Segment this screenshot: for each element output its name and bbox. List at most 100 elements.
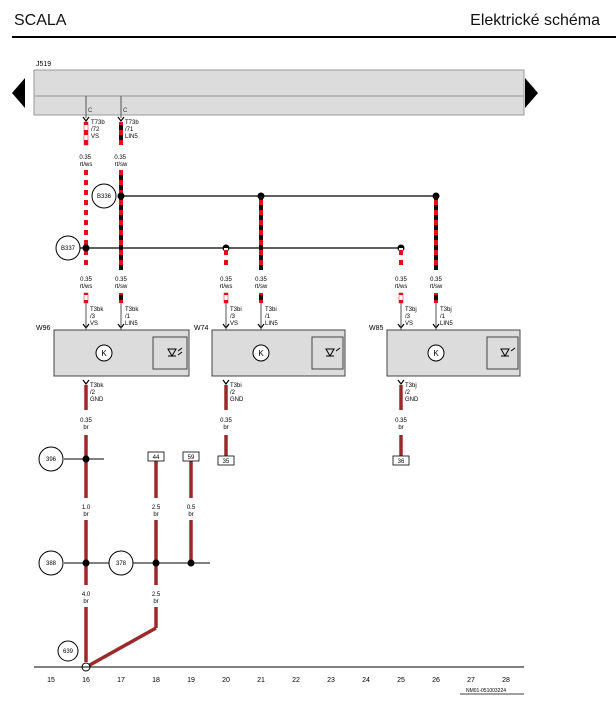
lamp-symbol: K: [101, 349, 107, 358]
wire-stub-vs: [83, 121, 89, 146]
ref-label: 36: [398, 459, 405, 465]
junction-dot: [187, 559, 195, 567]
wire-stub: [259, 293, 263, 303]
ref-box-36[interactable]: [392, 455, 410, 466]
wire-w85-lin: [434, 196, 438, 270]
ground-point-label: 388: [46, 561, 57, 567]
connector-arrow-icon: [82, 116, 90, 122]
ref-box-44[interactable]: [147, 451, 165, 462]
lamp-icon: [252, 344, 270, 362]
nav-left-arrow-icon[interactable]: [12, 78, 25, 108]
ground-point-388: [38, 550, 64, 576]
nav-right-arrow-icon[interactable]: [525, 78, 538, 108]
led-icon: [500, 347, 516, 358]
svg-text:28: 28: [502, 677, 510, 684]
splice-label: B337: [61, 246, 76, 252]
svg-text:18: 18: [152, 677, 160, 684]
svg-text:21: 21: [257, 677, 265, 684]
ground-point-396: [38, 446, 64, 472]
wire-stub-lin: [119, 122, 123, 145]
lamp-symbol: K: [258, 349, 264, 358]
junction-dot: [82, 455, 90, 463]
junction-dot: [82, 244, 90, 252]
junction-dot: [117, 192, 125, 200]
svg-text:22: 22: [292, 677, 300, 684]
splice-b336: [91, 183, 117, 209]
page-title: SCALA: [14, 12, 67, 29]
connector-arrow-icon: [82, 379, 405, 385]
footer-code: NM01-051003224: [466, 688, 506, 694]
ref-box-59[interactable]: [182, 451, 200, 462]
component-w85: K: [386, 329, 521, 377]
svg-text:20: 20: [222, 677, 230, 684]
wire-vs-trunk: [84, 170, 88, 270]
ref-box-35[interactable]: [217, 455, 235, 466]
connector-label: T73b /71 LIN5: [125, 120, 140, 140]
svg-text:23: 23: [327, 677, 335, 684]
ground-point-639: [57, 640, 79, 662]
splice-b337: [55, 235, 81, 261]
ground-wire: [84, 385, 403, 668]
lamp-icon: [427, 344, 445, 362]
wire-w74-lin: [259, 196, 263, 270]
ref-label: 44: [153, 455, 160, 461]
wire-w74-vs: [224, 248, 228, 270]
led-icon: [167, 347, 183, 358]
component-w74: K: [211, 329, 346, 377]
grid-numbers: 15 16 17 18 19 20 21 22 23 24 25 26 27 2…: [47, 677, 510, 684]
pin-c-label: C: [123, 108, 128, 114]
lamp-icon: [95, 344, 113, 362]
pin-c-label: C: [88, 108, 93, 114]
wire-stub: [434, 293, 438, 303]
control-unit-label: J519: [36, 61, 51, 68]
component-w96: K: [53, 329, 190, 377]
svg-text:19: 19: [187, 677, 195, 684]
wire-stub: [83, 292, 89, 304]
connector-arrow-icon: [117, 116, 125, 122]
ground-point-378: [108, 550, 134, 576]
wire-stub: [398, 292, 404, 304]
wire-stub: [119, 293, 123, 303]
ground-point-label: 396: [46, 457, 57, 463]
svg-text:27: 27: [467, 677, 475, 684]
wire-label: 0.35 rt/ws: [79, 155, 92, 168]
ground-point-label: 378: [116, 561, 127, 567]
section-title: Elektrické schéma: [470, 12, 600, 29]
component-label: W85: [369, 325, 384, 332]
control-unit-j519: [33, 69, 525, 116]
component-label: W96: [36, 325, 51, 332]
ref-label: 35: [223, 459, 230, 465]
svg-text:15: 15: [47, 677, 55, 684]
wire-label: 0.35 rt/sw: [114, 155, 128, 168]
svg-text:26: 26: [432, 677, 440, 684]
header-rule: [12, 36, 616, 38]
svg-text:16: 16: [82, 677, 90, 684]
pin-lead: [85, 303, 437, 330]
connector-label: T73b /72 VS: [91, 120, 106, 140]
junction-dot: [82, 559, 90, 567]
lamp-symbol: K: [433, 349, 439, 358]
wire-lin-trunk: [119, 170, 123, 270]
led-icon: [325, 347, 341, 358]
component-label: W74: [194, 325, 209, 332]
